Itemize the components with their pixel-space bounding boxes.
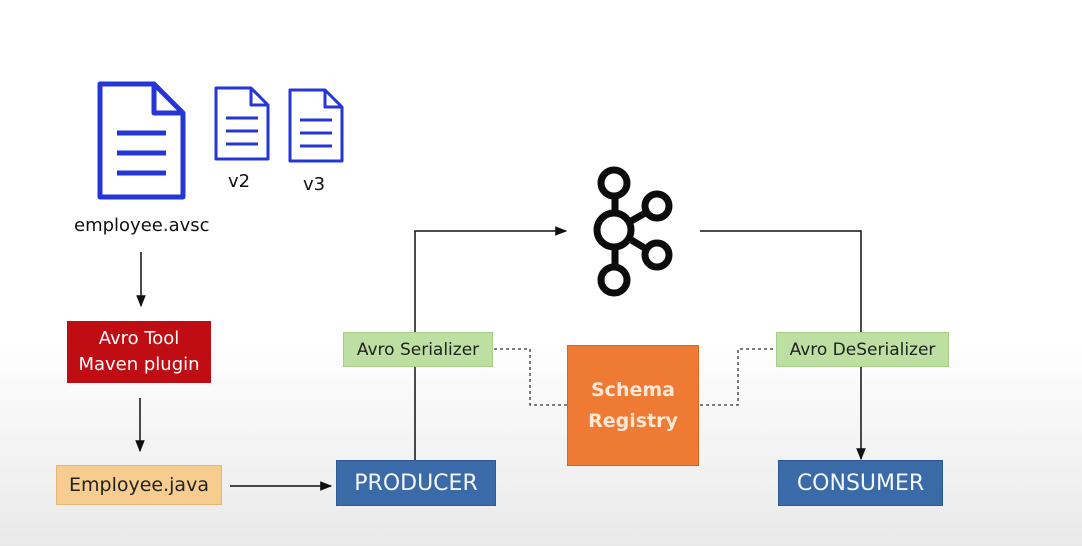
flow-arrows <box>135 226 866 491</box>
document-icon <box>97 81 186 200</box>
serializer-registry-link <box>494 348 567 406</box>
arrow-kafka-to-consumer <box>700 230 866 461</box>
registry-deserializer-link <box>700 348 776 406</box>
consumer-box: CONSUMER <box>778 460 943 506</box>
document-v2-icon <box>214 86 270 161</box>
avro-serializer-box: Avro Serializer <box>343 332 493 367</box>
schema-registry-box: Schema Registry <box>567 345 699 466</box>
schema-v2-label: v2 <box>228 171 251 192</box>
employee-java-box: Employee.java <box>56 465 222 505</box>
producer-box: PRODUCER <box>336 460 496 506</box>
schema-registry-line1: Schema <box>591 378 675 401</box>
arrow-producer-to-kafka <box>414 226 568 460</box>
schema-file-label: employee.avsc <box>74 215 210 236</box>
avro-tool-line2: Maven plugin <box>78 354 200 375</box>
avro-tool-box: Avro Tool Maven plugin <box>67 321 211 383</box>
avro-tool-line1: Avro Tool <box>98 328 180 349</box>
schema-v3-label: v3 <box>303 174 326 195</box>
kafka-logo-icon <box>593 166 673 297</box>
avro-deserializer-box: Avro DeSerializer <box>776 332 949 367</box>
registry-connectors <box>494 348 776 406</box>
document-v3-icon <box>288 88 344 163</box>
schema-registry-line2: Registry <box>588 409 678 432</box>
